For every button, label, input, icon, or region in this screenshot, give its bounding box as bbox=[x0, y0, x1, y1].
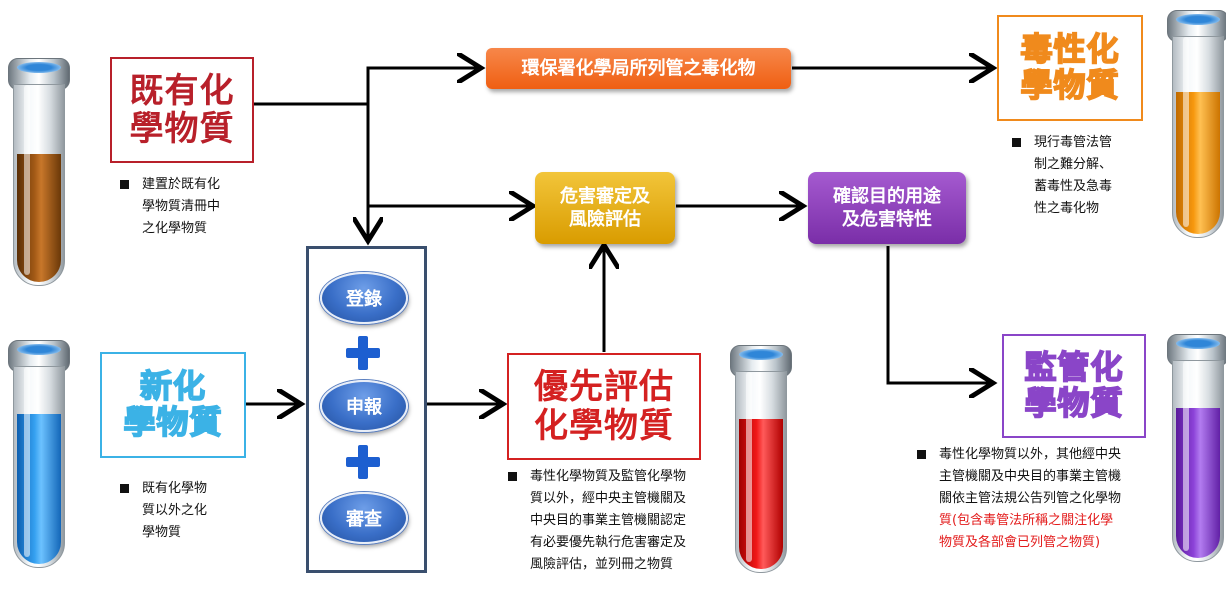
priority-box-line2: 化學物質 bbox=[534, 405, 674, 446]
note-line: 建置於既有化 bbox=[142, 177, 221, 192]
register-button[interactable]: 登錄 bbox=[320, 272, 408, 324]
new-box-line1: 新化 bbox=[139, 367, 206, 406]
purple-test-tube bbox=[1163, 334, 1226, 564]
hazard-line1: 危害審定及 bbox=[560, 185, 650, 207]
register-label: 登錄 bbox=[346, 289, 382, 310]
note-line: 之化學物質 bbox=[142, 221, 208, 236]
hazard-line2: 風險評估 bbox=[569, 209, 641, 230]
new-note: 既有化學物 質以外之化 學物質 bbox=[120, 478, 260, 544]
note-line-highlight: 質(包含毒管法所稱之關注化學 bbox=[939, 513, 1114, 528]
confirm-line2: 及危害特性 bbox=[842, 209, 932, 230]
note-line: 學物質 bbox=[142, 525, 182, 540]
regulated-note: 毒性化學物質以外，其他經中央 主管機關及中央目的事業主管機 關依主管法規公告列管… bbox=[917, 444, 1157, 554]
brown-test-tube bbox=[4, 58, 76, 288]
existing-box-line2: 學物質 bbox=[129, 109, 235, 149]
note-line: 毒性化學物質及監管化學物 bbox=[530, 469, 687, 484]
epa-listed-toxics-box: 環保署化學局所列管之毒化物 bbox=[486, 48, 791, 89]
note-line: 制之難分解、 bbox=[1034, 157, 1113, 172]
toxic-box-line2: 學物質 bbox=[1020, 66, 1120, 104]
note-line-highlight: 物質及各部會已列管之物質) bbox=[939, 535, 1101, 550]
declare-button[interactable]: 申報 bbox=[320, 380, 408, 432]
priority-box-line1: 優先評估 bbox=[534, 367, 674, 408]
note-line: 蓄毒性及急毒 bbox=[1034, 179, 1113, 194]
epa-listed-toxics-label: 環保署化學局所列管之毒化物 bbox=[521, 57, 756, 79]
red-test-tube bbox=[726, 345, 798, 575]
toxic-note: 現行毒管法管 制之難分解、 蓄毒性及急毒 性之毒化物 bbox=[1012, 132, 1142, 220]
hazard-risk-assessment-box: 危害審定及 風險評估 bbox=[535, 172, 675, 244]
toxic-chemicals-box: 毒性化 學物質 bbox=[997, 15, 1143, 121]
existing-chemicals-box: 既有化 學物質 bbox=[110, 57, 254, 163]
toxic-box-line1: 毒性化 bbox=[1020, 30, 1120, 69]
blue-test-tube bbox=[4, 340, 76, 570]
note-line: 有必要優先執行危害審定及 bbox=[530, 535, 687, 550]
confirm-line1: 確認目的用途 bbox=[833, 185, 941, 207]
note-line: 質以外，經中央主管機關及 bbox=[530, 491, 687, 506]
note-line: 現行毒管法管 bbox=[1034, 135, 1113, 150]
note-line: 中央目的事業主管機關認定 bbox=[530, 513, 687, 528]
existing-note: 建置於既有化 學物質清冊中 之化學物質 bbox=[120, 174, 270, 240]
new-box-line2: 學物質 bbox=[123, 403, 223, 441]
regulated-box-line1: 監管化 bbox=[1024, 348, 1124, 387]
note-line: 既有化學物 bbox=[142, 481, 208, 496]
priority-chemicals-box: 優先評估 化學物質 bbox=[507, 353, 701, 460]
declare-label: 申報 bbox=[346, 397, 382, 418]
plus-icon bbox=[346, 336, 380, 370]
existing-box-line1: 既有化 bbox=[129, 70, 235, 111]
plus-icon bbox=[346, 445, 380, 479]
note-line: 主管機關及中央目的事業主管機 bbox=[939, 469, 1122, 484]
note-line: 質以外之化 bbox=[142, 503, 208, 518]
regulated-chemicals-box: 監管化 學物質 bbox=[1002, 334, 1146, 438]
priority-note: 毒性化學物質及監管化學物 質以外，經中央主管機關及 中央目的事業主管機關認定 有… bbox=[508, 466, 738, 576]
note-line: 毒性化學物質以外，其他經中央 bbox=[939, 447, 1122, 462]
note-line: 關依主管法規公告列管之化學物 bbox=[939, 491, 1122, 506]
confirm-use-hazard-box: 確認目的用途 及危害特性 bbox=[808, 172, 966, 244]
note-line: 性之毒化物 bbox=[1034, 201, 1100, 216]
review-label: 審查 bbox=[346, 509, 382, 530]
regulated-box-line2: 學物質 bbox=[1024, 384, 1124, 422]
review-button[interactable]: 審查 bbox=[320, 492, 408, 544]
orange-test-tube bbox=[1163, 10, 1226, 240]
note-line: 風險評估，並列冊之物質 bbox=[530, 557, 674, 572]
new-chemicals-box: 新化 學物質 bbox=[100, 352, 246, 458]
note-line: 學物質清冊中 bbox=[142, 199, 221, 214]
